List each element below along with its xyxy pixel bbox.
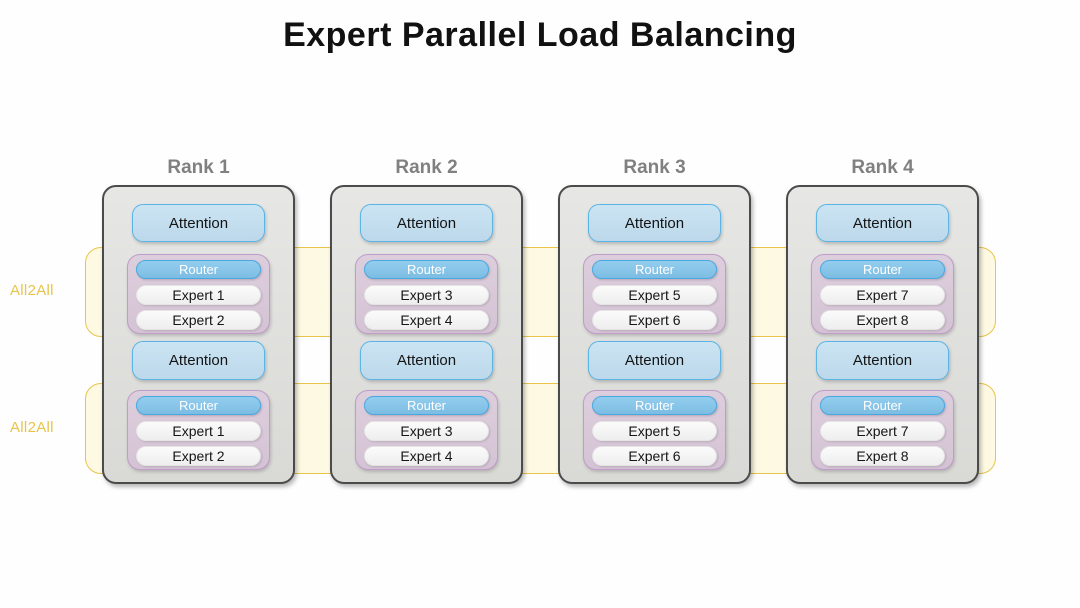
router-block: Router bbox=[820, 396, 945, 415]
rank-label-4: Rank 4 bbox=[851, 157, 914, 178]
router-block: Router bbox=[136, 396, 261, 415]
expert-block: Expert 7 bbox=[820, 421, 945, 441]
attention-block: Attention bbox=[816, 204, 949, 242]
router-block: Router bbox=[820, 260, 945, 279]
expert-block: Expert 1 bbox=[136, 285, 261, 305]
attention-block: Attention bbox=[132, 204, 265, 242]
rank-label-3: Rank 3 bbox=[623, 157, 686, 178]
expert-block: Expert 2 bbox=[136, 310, 261, 330]
expert-block: Expert 3 bbox=[364, 421, 489, 441]
router-block: Router bbox=[592, 260, 717, 279]
expert-block: Expert 1 bbox=[136, 421, 261, 441]
attention-block: Attention bbox=[588, 341, 721, 380]
expert-block: Expert 7 bbox=[820, 285, 945, 305]
expert-block: Expert 6 bbox=[592, 446, 717, 466]
attention-block: Attention bbox=[360, 341, 493, 380]
rank-label-1: Rank 1 bbox=[167, 157, 230, 178]
router-block: Router bbox=[592, 396, 717, 415]
expert-block: Expert 5 bbox=[592, 285, 717, 305]
expert-block: Expert 4 bbox=[364, 310, 489, 330]
router-block: Router bbox=[364, 396, 489, 415]
all2all-label-2: All2All bbox=[10, 418, 54, 436]
expert-block: Expert 8 bbox=[820, 310, 945, 330]
expert-block: Expert 2 bbox=[136, 446, 261, 466]
router-block: Router bbox=[364, 260, 489, 279]
expert-block: Expert 5 bbox=[592, 421, 717, 441]
expert-block: Expert 8 bbox=[820, 446, 945, 466]
rank-label-2: Rank 2 bbox=[395, 157, 458, 178]
page-title: Expert Parallel Load Balancing bbox=[283, 16, 797, 54]
attention-block: Attention bbox=[360, 204, 493, 242]
router-block: Router bbox=[136, 260, 261, 279]
expert-block: Expert 4 bbox=[364, 446, 489, 466]
expert-block: Expert 6 bbox=[592, 310, 717, 330]
all2all-label-1: All2All bbox=[10, 282, 54, 299]
attention-block: Attention bbox=[132, 341, 265, 380]
attention-block: Attention bbox=[588, 204, 721, 242]
expert-block: Expert 3 bbox=[364, 285, 489, 305]
attention-block: Attention bbox=[816, 341, 949, 380]
